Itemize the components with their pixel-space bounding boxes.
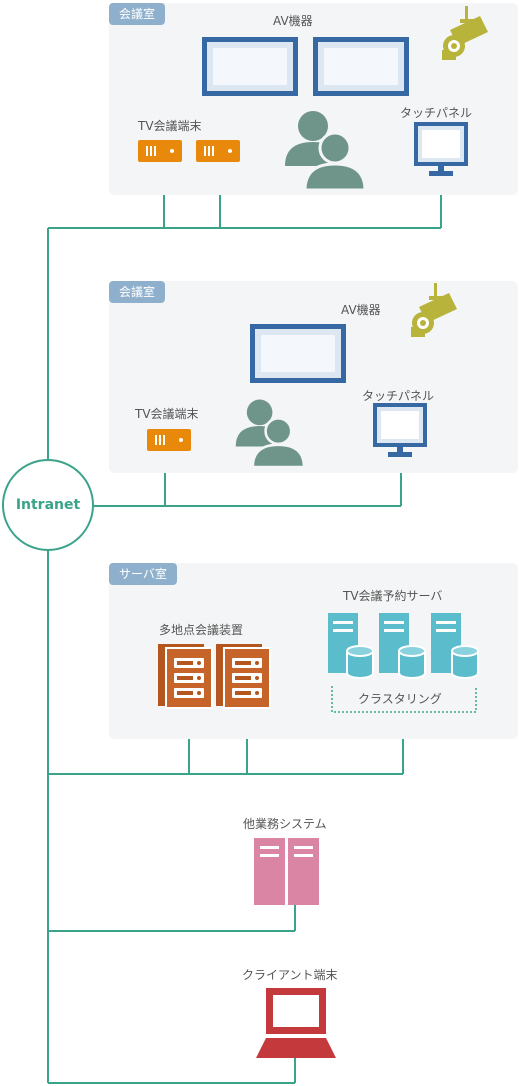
av-equipment-label: AV機器 bbox=[273, 14, 313, 28]
mcu-icon bbox=[216, 644, 271, 709]
touch-panel-label: タッチパネル bbox=[362, 389, 435, 403]
people-icon bbox=[285, 111, 365, 190]
client-label: クライアント端末 bbox=[242, 968, 338, 982]
laptop-icon bbox=[256, 988, 336, 1058]
display-icon bbox=[202, 37, 298, 96]
room-tag: 会議室 bbox=[109, 3, 166, 25]
room-tag: 会議室 bbox=[109, 281, 166, 303]
camera-icon bbox=[411, 283, 457, 337]
touch-panel-icon bbox=[373, 403, 427, 457]
display-icon bbox=[250, 324, 346, 383]
tv-terminal-icon bbox=[196, 140, 240, 162]
other-system-server-icon bbox=[254, 838, 319, 905]
other-system-label: 他業務システム bbox=[243, 817, 327, 831]
tv-terminal-label: TV会議端末 bbox=[135, 407, 199, 421]
mcu-label: 多地点会議装置 bbox=[159, 623, 244, 637]
people-icon bbox=[235, 399, 306, 467]
camera-icon bbox=[442, 6, 488, 60]
display-icon bbox=[313, 37, 409, 96]
clustering-label: クラスタリング bbox=[358, 692, 442, 706]
intranet-node: Intranet bbox=[2, 459, 94, 551]
booking-server-cluster-icon bbox=[328, 613, 479, 679]
room-tag: サーバ室 bbox=[109, 563, 177, 585]
touch-panel-icon bbox=[414, 122, 468, 176]
touch-panel-label: タッチパネル bbox=[400, 106, 473, 120]
tv-terminal-label: TV会議端末 bbox=[138, 119, 202, 133]
booking-server-label: TV会議予約サーバ bbox=[343, 589, 443, 603]
av-equipment-label: AV機器 bbox=[341, 303, 381, 317]
tv-terminal-icon bbox=[138, 140, 182, 162]
tv-terminal-icon bbox=[147, 429, 191, 451]
mcu-icon bbox=[158, 644, 213, 709]
intranet-label: Intranet bbox=[15, 497, 81, 513]
clustering-bracket bbox=[331, 686, 477, 713]
